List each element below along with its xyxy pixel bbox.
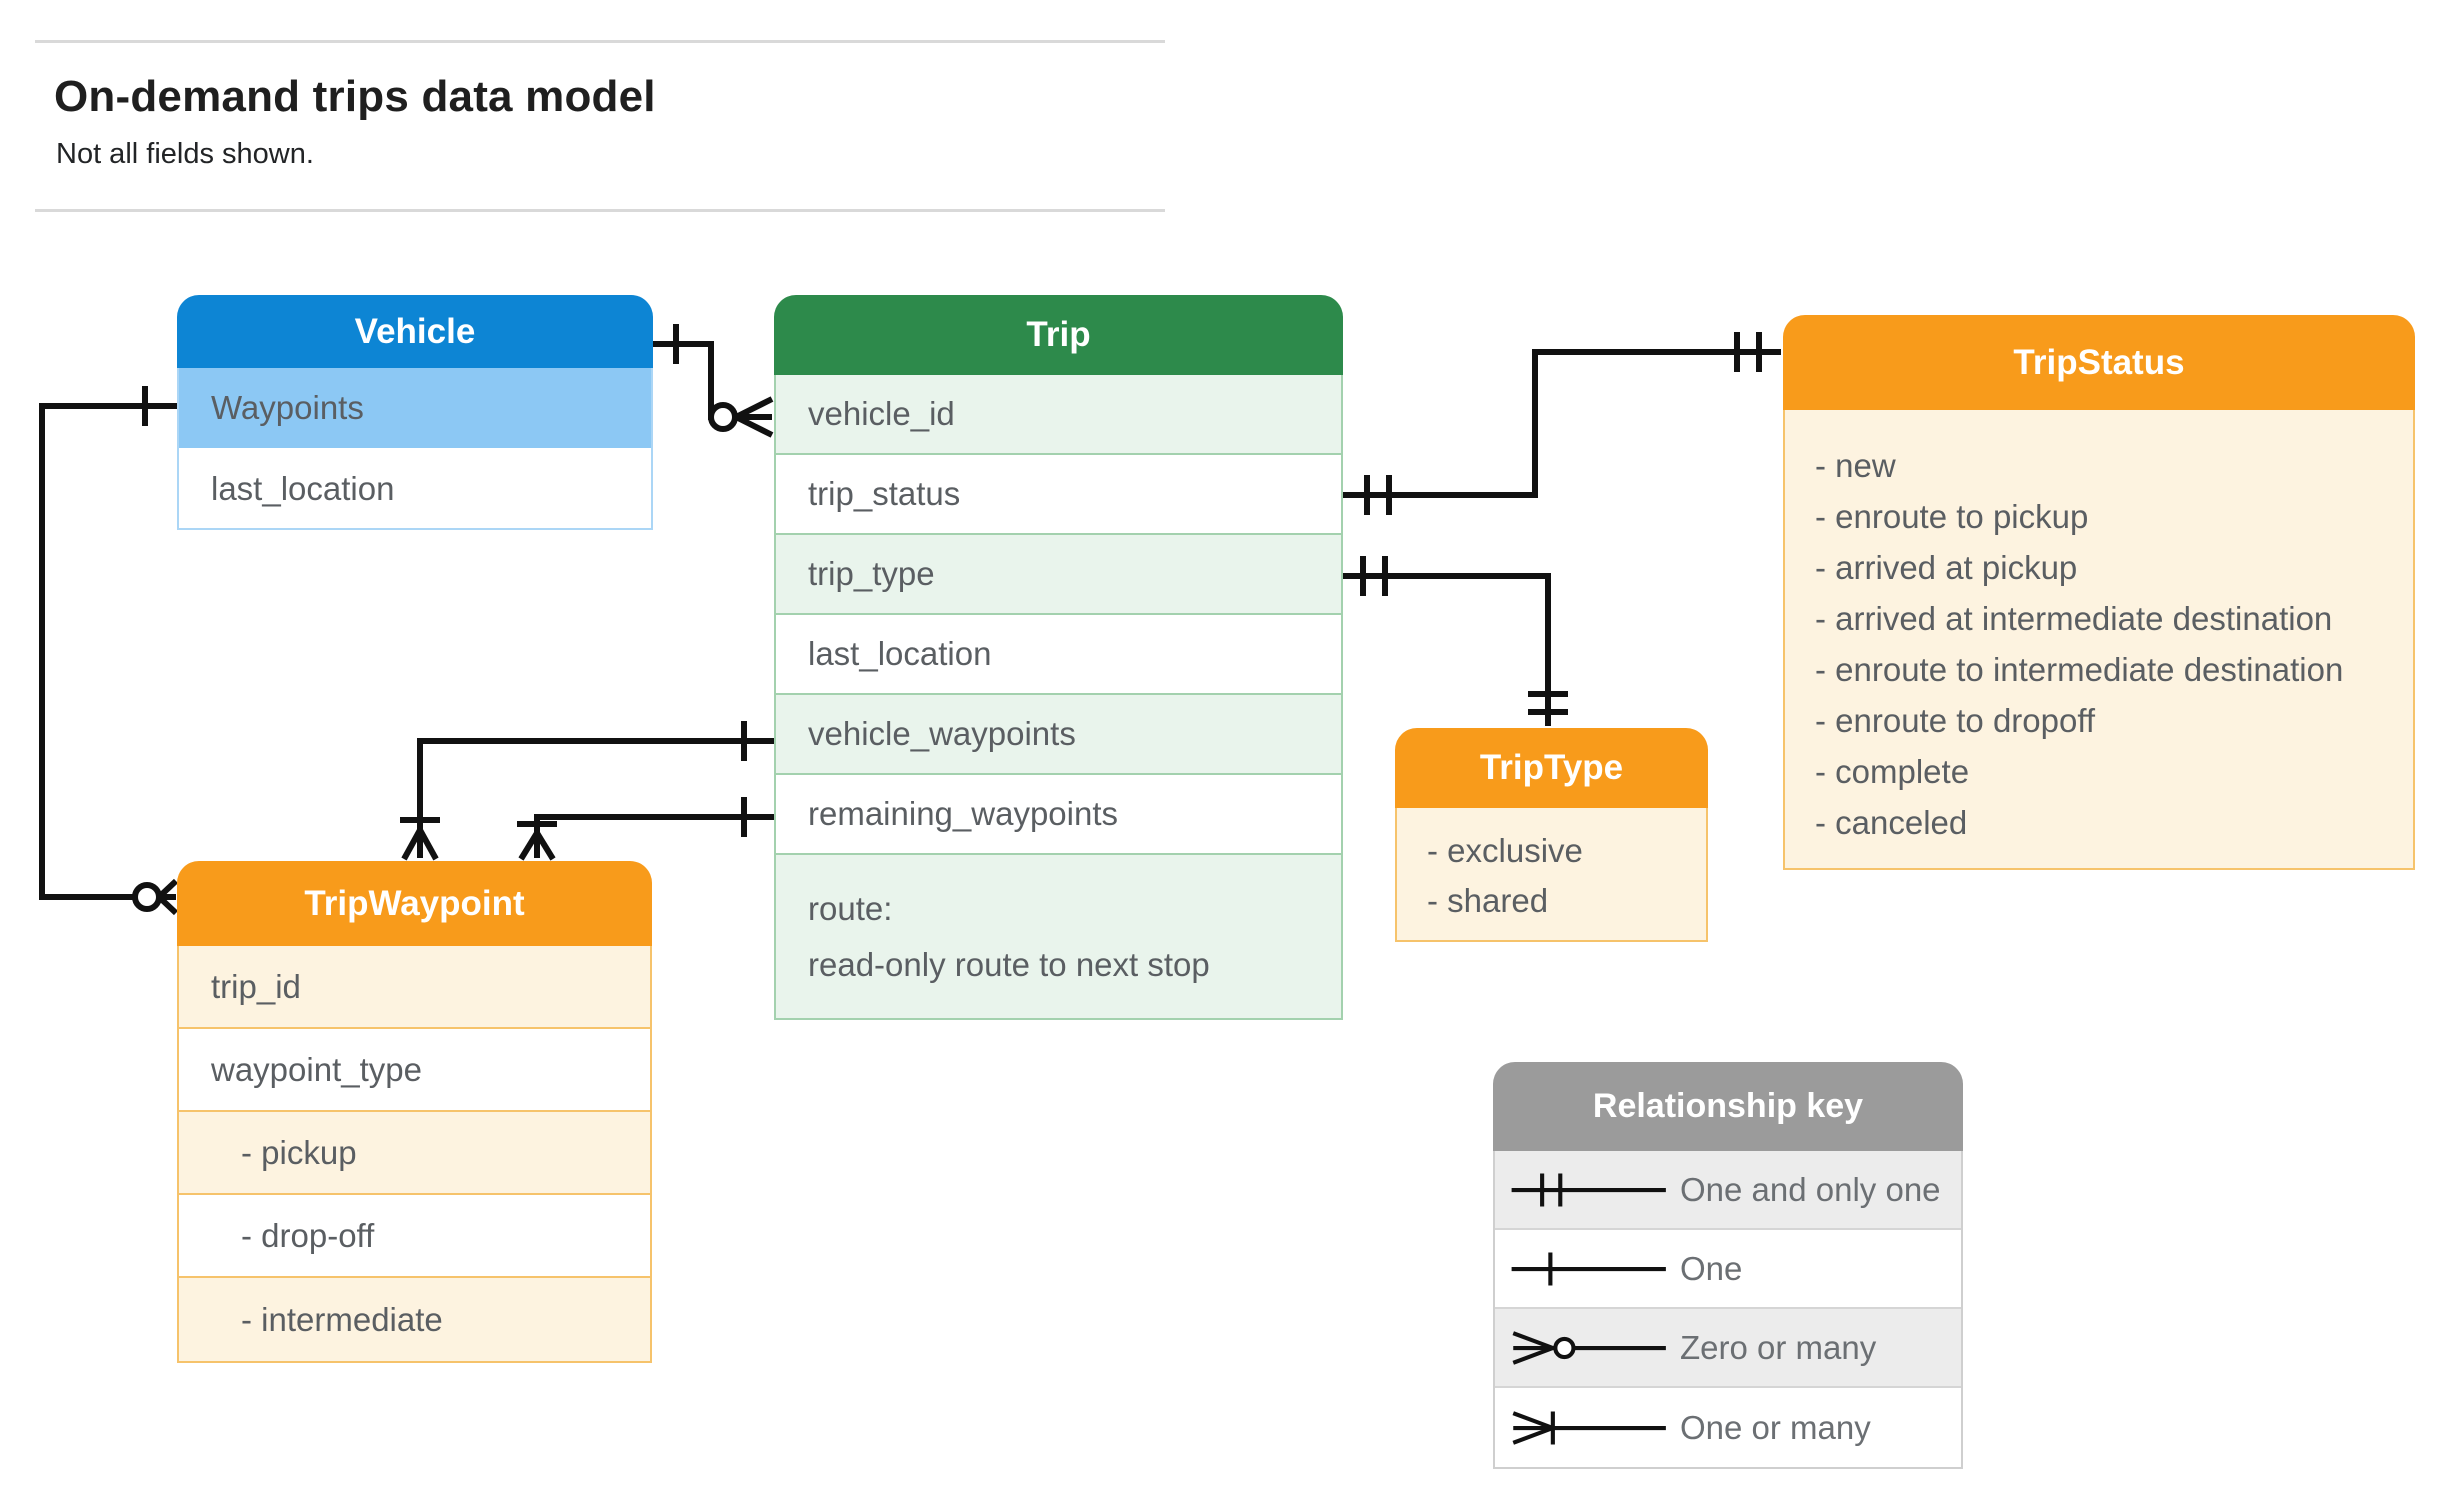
tripwaypoint-value-pickup: - pickup <box>179 1112 650 1195</box>
field-trip-vehicle-waypoints: vehicle_waypoints <box>776 695 1341 775</box>
legend-row-one-or-many: One or many <box>1495 1388 1961 1467</box>
tripstatus-value: - enroute to dropoff <box>1815 702 2096 739</box>
entity-vehicle-body: Waypoints last_location <box>177 368 653 530</box>
tripwaypoint-value-dropoff: - drop-off <box>179 1195 650 1278</box>
relationship-key: Relationship key One and only one One <box>1493 1062 1963 1469</box>
tripstatus-value: - new <box>1815 447 1896 484</box>
field-vehicle-last-location: last_location <box>179 450 651 528</box>
relationship-key-body: One and only one One Zero or many <box>1493 1151 1963 1469</box>
entity-tripstatus-title: TripStatus <box>1783 315 2415 410</box>
connector-trip-type-to-triptype <box>1343 556 1568 726</box>
legend-row-zero-or-many: Zero or many <box>1495 1309 1961 1388</box>
field-trip-type: trip_type <box>776 535 1341 615</box>
entity-tripwaypoint-title: TripWaypoint <box>177 861 652 946</box>
entity-trip-body: vehicle_id trip_status trip_type last_lo… <box>774 375 1343 1020</box>
entity-tripstatus-body: - new - enroute to pickup - arrived at p… <box>1783 410 2415 870</box>
entity-triptype: TripType - exclusive - shared <box>1395 728 1708 942</box>
field-trip-vehicle-id: vehicle_id <box>776 375 1341 455</box>
page-title: On-demand trips data model <box>54 72 656 121</box>
one-and-only-one-icon <box>1511 1173 1666 1206</box>
entity-vehicle-title: Vehicle <box>177 295 653 368</box>
legend-label: One and only one <box>1680 1170 1941 1208</box>
field-trip-last-location: last_location <box>776 615 1341 695</box>
entity-tripstatus: TripStatus - new - enroute to pickup - a… <box>1783 315 2415 870</box>
tripstatus-value: - enroute to intermediate destination <box>1815 651 2344 688</box>
entity-trip: Trip vehicle_id trip_status trip_type la… <box>774 295 1343 1020</box>
field-trip-remaining-waypoints: remaining_waypoints <box>776 775 1341 855</box>
page-subtitle: Not all fields shown. <box>56 138 314 170</box>
connector-vehicle-to-trip <box>653 324 772 435</box>
entity-vehicle: Vehicle Waypoints last_location <box>177 295 653 530</box>
legend-label: Zero or many <box>1680 1328 1877 1366</box>
top-divider <box>35 40 1165 43</box>
entity-triptype-body: - exclusive - shared <box>1395 808 1708 942</box>
field-trip-route: route: read-only route to next stop <box>776 855 1341 1018</box>
tripstatus-value: - arrived at intermediate destination <box>1815 600 2333 637</box>
tripstatus-value: - complete <box>1815 753 1970 790</box>
connector-vehicle-waypoints-to-tripwaypoint <box>42 386 177 913</box>
triptype-value: - shared <box>1427 882 1549 919</box>
entity-trip-title: Trip <box>774 295 1343 375</box>
legend-label: One <box>1680 1249 1743 1287</box>
one-or-many-icon <box>1512 1410 1666 1445</box>
title-divider <box>35 209 1165 212</box>
tripwaypoint-value-intermediate: - intermediate <box>179 1278 650 1361</box>
one-icon <box>1511 1252 1666 1285</box>
entity-tripwaypoint: TripWaypoint trip_id waypoint_type - pic… <box>177 861 652 1363</box>
relationship-key-title: Relationship key <box>1493 1062 1963 1151</box>
legend-row-one-and-only-one: One and only one <box>1495 1151 1961 1230</box>
connector-remaining-waypoints-to-tripwaypoint <box>517 797 774 859</box>
route-label: route: <box>808 889 893 927</box>
field-tripwaypoint-waypoint-type: waypoint_type <box>179 1029 650 1112</box>
route-description: read-only route to next stop <box>808 945 1210 983</box>
legend-row-one: One <box>1495 1230 1961 1309</box>
entity-tripwaypoint-body: trip_id waypoint_type - pickup - drop-of… <box>177 946 652 1363</box>
field-trip-status: trip_status <box>776 455 1341 535</box>
tripstatus-value: - arrived at pickup <box>1815 549 2078 586</box>
connector-trip-status-to-tripstatus <box>1343 332 1781 515</box>
zero-or-many-icon <box>1512 1330 1666 1365</box>
connector-vehicle-waypoints-field-to-tripwaypoint <box>400 721 774 859</box>
entity-triptype-title: TripType <box>1395 728 1708 808</box>
field-vehicle-waypoints: Waypoints <box>179 368 651 450</box>
triptype-value: - exclusive <box>1427 832 1583 869</box>
tripstatus-value: - enroute to pickup <box>1815 498 2089 535</box>
legend-label: One or many <box>1680 1408 1871 1446</box>
field-tripwaypoint-trip-id: trip_id <box>179 946 650 1029</box>
tripstatus-value: - canceled <box>1815 804 1968 841</box>
